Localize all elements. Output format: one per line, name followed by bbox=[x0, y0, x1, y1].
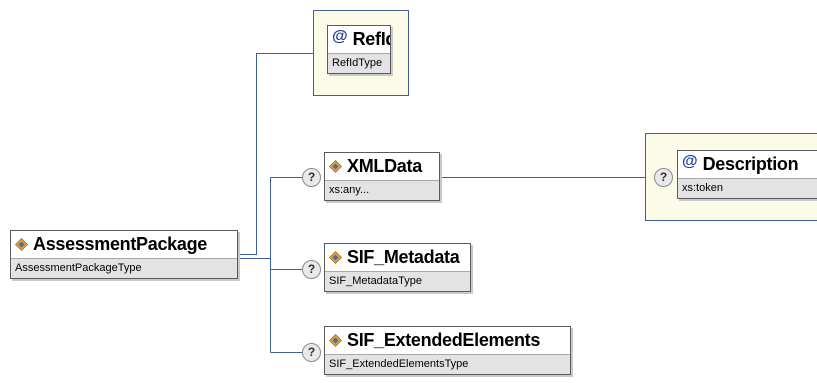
node-type: AssessmentPackageType bbox=[11, 258, 237, 278]
node-name: XMLData bbox=[347, 156, 422, 176]
node-name: SIF_Metadata bbox=[347, 247, 460, 267]
optional-question-icon: ? bbox=[302, 260, 321, 279]
attribute-at-icon: @ bbox=[332, 27, 348, 45]
refid-attribute-node[interactable]: @ RefId RefIdType bbox=[327, 25, 391, 74]
root-element-node[interactable]: AssessmentPackage AssessmentPackageType bbox=[10, 230, 238, 279]
attribute-at-icon: @ bbox=[682, 152, 698, 170]
node-type: SIF_MetadataType bbox=[325, 271, 470, 291]
node-name: RefId bbox=[352, 29, 390, 49]
element-icon bbox=[15, 238, 28, 251]
node-type: xs:token bbox=[678, 178, 817, 198]
sif-extended-elements-element-node[interactable]: SIF_ExtendedElements SIF_ExtendedElement… bbox=[324, 326, 571, 375]
element-icon bbox=[329, 334, 342, 347]
node-type: xs:any... bbox=[325, 180, 439, 200]
node-type: SIF_ExtendedElementsType bbox=[325, 354, 570, 374]
node-name: Description bbox=[702, 154, 799, 174]
optional-question-icon: ? bbox=[302, 343, 321, 362]
optional-question-icon: ? bbox=[654, 168, 673, 187]
sif-metadata-element-node[interactable]: SIF_Metadata SIF_MetadataType bbox=[324, 243, 471, 292]
node-name: SIF_ExtendedElements bbox=[347, 330, 541, 350]
node-type: RefIdType bbox=[328, 53, 390, 73]
description-attribute-node[interactable]: @ Description xs:token bbox=[677, 150, 817, 199]
node-name: AssessmentPackage bbox=[33, 234, 208, 254]
element-icon bbox=[329, 251, 342, 264]
connector-root-refid bbox=[238, 53, 314, 255]
element-icon bbox=[329, 160, 342, 173]
xmldata-element-node[interactable]: XMLData xs:any... bbox=[324, 152, 440, 201]
optional-question-icon: ? bbox=[302, 168, 321, 187]
